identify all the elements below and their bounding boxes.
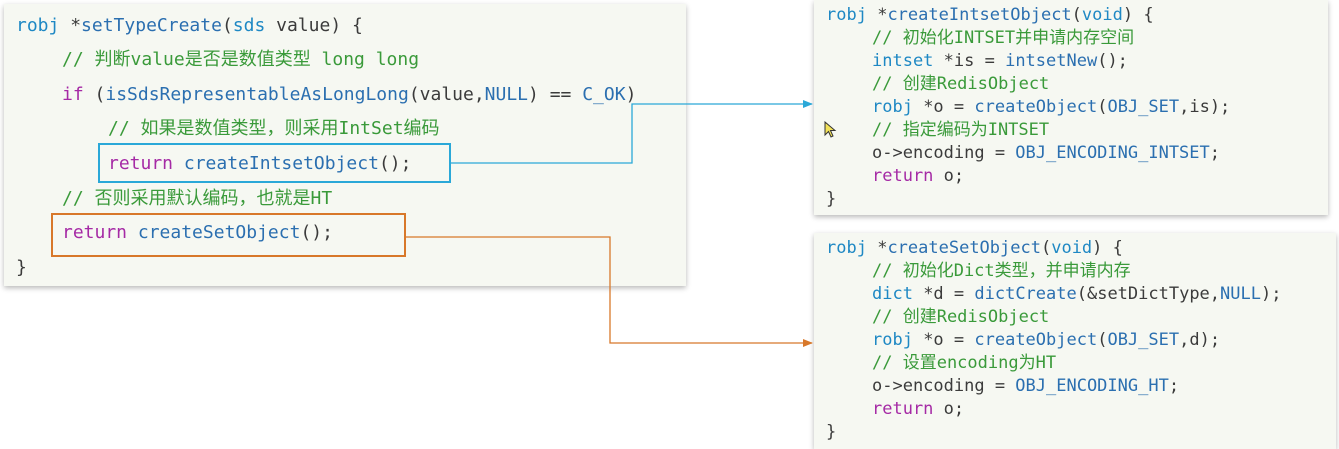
- code-token: return: [872, 399, 934, 419]
- code-token: (: [1097, 330, 1108, 350]
- code-token: setTypeCreate: [81, 15, 222, 36]
- code-token: ) {: [1122, 5, 1154, 25]
- code-token: (: [1040, 238, 1052, 258]
- code-token: return: [108, 153, 174, 174]
- code-token: createIntsetObject: [183, 153, 379, 174]
- code-token: o->encoding =: [872, 143, 1016, 163]
- code-token: o->encoding =: [872, 376, 1016, 396]
- code-token: ): [625, 84, 637, 105]
- code-token: robj: [872, 97, 913, 117]
- code-token: *d =: [912, 284, 975, 304]
- code-line-dict-create: dict *d = dictCreate(&setDictType,NULL);: [872, 283, 1281, 305]
- code-token: createIntsetObject: [887, 5, 1072, 25]
- code-token: OBJ_ENCODING_HT: [1015, 376, 1169, 396]
- code-comment: // 初始化INTSET并申请内存空间: [872, 28, 1135, 48]
- code-panel-createintsetobject: robj *createIntsetObject(void) { // 初始化I…: [814, 0, 1328, 215]
- code-token: robj: [872, 330, 913, 350]
- code-line-return-intset: return createIntsetObject();: [108, 152, 411, 176]
- code-line-function-signature: robj *createIntsetObject(void) {: [826, 4, 1154, 26]
- code-token: o;: [933, 399, 965, 419]
- code-token: createObject: [974, 330, 1098, 350]
- code-token: OBJ_SET: [1107, 97, 1180, 117]
- code-token: return: [872, 166, 934, 186]
- code-line-create-object: robj *o = createObject(OBJ_SET,is);: [872, 96, 1230, 118]
- code-token: NULL: [484, 84, 529, 105]
- code-token: ;: [1168, 376, 1180, 396]
- code-line-function-signature: robj *setTypeCreate(sds value) {: [16, 14, 363, 38]
- code-line-return: return o;: [872, 398, 964, 420]
- connector-orange-arrow: [406, 236, 813, 347]
- code-token: *is =: [933, 51, 1006, 71]
- code-token: *o =: [912, 97, 975, 117]
- code-token: ();: [378, 153, 412, 174]
- code-token: ,d);: [1179, 330, 1221, 350]
- code-comment: // 如果是数值类型，则采用IntSet编码: [108, 118, 440, 139]
- code-token: *: [59, 15, 82, 36]
- code-token: ) ==: [528, 84, 583, 105]
- code-token: if: [62, 84, 84, 105]
- code-token: *: [866, 5, 888, 25]
- highlight-box-set-return: [51, 213, 406, 257]
- code-line-set-encoding: o->encoding = OBJ_ENCODING_HT;: [872, 375, 1179, 397]
- code-token: *: [866, 238, 888, 258]
- code-token: dictCreate: [974, 284, 1077, 304]
- mouse-cursor-icon: [824, 121, 837, 138]
- code-token: ,is);: [1179, 97, 1231, 117]
- code-token: (&setDictType,: [1076, 284, 1221, 304]
- code-token: o;: [933, 166, 965, 186]
- code-token: NULL: [1220, 284, 1261, 304]
- code-comment: // 否则采用默认编码，也就是HT: [62, 188, 333, 209]
- code-token: isSdsRepresentableAsLongLong: [105, 84, 409, 105]
- code-token: intsetNew: [1005, 51, 1098, 71]
- code-token: );: [1260, 284, 1282, 304]
- code-closing-brace: }: [16, 257, 27, 278]
- code-token: sds: [232, 15, 266, 36]
- code-panel-settypecreate: robj *setTypeCreate(sds value) { // 判断va…: [4, 4, 686, 286]
- code-line-intset-new: intset *is = intsetNew();: [872, 50, 1128, 72]
- code-token: (: [83, 84, 106, 105]
- highlight-box-intset-return: [98, 143, 451, 183]
- code-token: OBJ_SET: [1107, 330, 1180, 350]
- code-comment: // 创建RedisObject: [872, 74, 1050, 94]
- code-token: value) {: [265, 15, 363, 36]
- code-token: *o =: [912, 330, 975, 350]
- code-comment: // 判断value是否是数值类型 long long: [62, 49, 420, 70]
- code-token: robj: [16, 15, 60, 36]
- code-token: OBJ_ENCODING_INTSET: [1015, 143, 1210, 163]
- code-token: void: [1081, 5, 1123, 25]
- code-line-return-set: return createSetObject();: [62, 221, 333, 245]
- code-token: robj: [826, 5, 867, 25]
- code-comment: // 创建RedisObject: [872, 307, 1050, 327]
- code-line-if-condition: if (isSdsRepresentableAsLongLong(value,N…: [62, 83, 636, 107]
- code-token: return: [62, 222, 128, 243]
- code-line-create-object: robj *o = createObject(OBJ_SET,d);: [872, 329, 1220, 351]
- code-token: createSetObject: [887, 238, 1041, 258]
- code-line-set-encoding: o->encoding = OBJ_ENCODING_INTSET;: [872, 142, 1220, 164]
- code-token: ;: [1209, 143, 1221, 163]
- code-token: (value,: [408, 84, 485, 105]
- code-line-return: return o;: [872, 165, 964, 187]
- code-token: createObject: [974, 97, 1098, 117]
- code-token: createSetObject: [137, 222, 301, 243]
- code-closing-brace: }: [826, 422, 837, 442]
- code-line-function-signature: robj *createSetObject(void) {: [826, 237, 1123, 259]
- connector-blue-arrow: [451, 100, 813, 164]
- code-comment: // 设置encoding为HT: [872, 353, 1057, 373]
- code-comment: // 初始化Dict类型，并申请内存: [872, 261, 1131, 281]
- code-token: C_OK: [582, 84, 626, 105]
- code-panel-createsetobject: robj *createSetObject(void) { // 初始化Dict…: [814, 233, 1336, 449]
- code-token: robj: [826, 238, 867, 258]
- code-token: ) {: [1092, 238, 1123, 258]
- code-token: (: [221, 15, 233, 36]
- code-token: (: [1071, 5, 1082, 25]
- code-token: ();: [300, 222, 333, 243]
- code-token: void: [1051, 238, 1093, 258]
- code-token: intset: [872, 51, 934, 71]
- code-token: (: [1097, 97, 1108, 117]
- code-closing-brace: }: [826, 189, 837, 209]
- code-token: dict: [872, 284, 913, 304]
- code-token: ();: [1097, 51, 1128, 71]
- code-comment: // 指定编码为INTSET: [872, 120, 1050, 140]
